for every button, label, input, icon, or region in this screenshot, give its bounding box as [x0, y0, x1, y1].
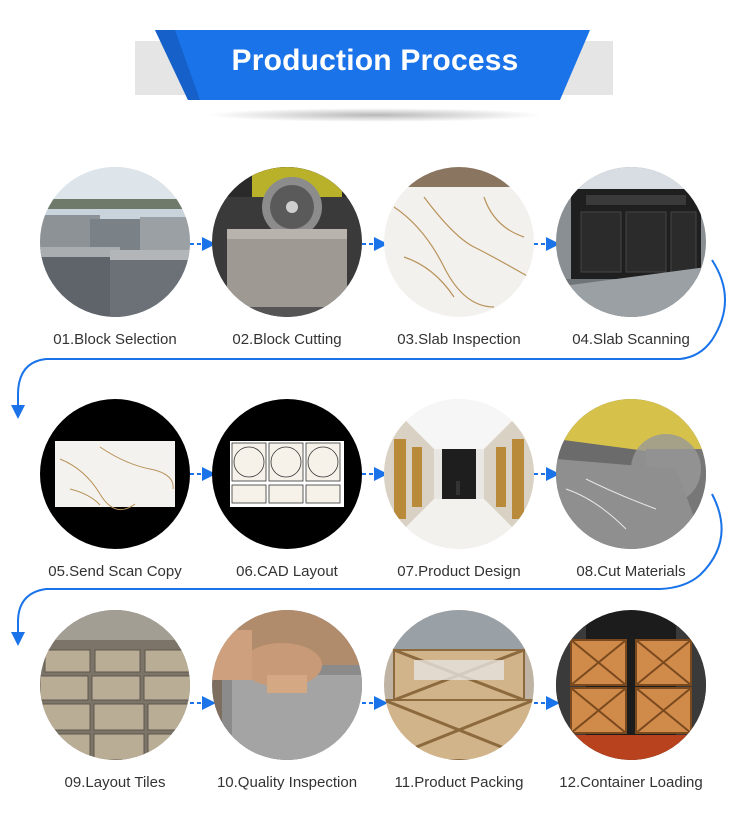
banner-ribbon	[155, 30, 590, 100]
arrow-row1-row2	[11, 259, 726, 419]
step-label: 01.Block Selection	[53, 331, 177, 348]
step-quality-inspection: 10.Quality Inspection	[212, 610, 362, 791]
step-send-scan-copy: 05.Send Scan Copy	[40, 399, 190, 580]
slab-scanner-photo-icon	[556, 167, 706, 317]
step-label: 12.Container Loading	[559, 774, 703, 791]
step-cut-materials: 08.Cut Materials	[556, 399, 706, 580]
step-slab-scanning: 04.Slab Scanning	[556, 167, 706, 348]
step-block-selection: 01.Block Selection	[40, 167, 190, 348]
step-label: 05.Send Scan Copy	[48, 563, 182, 580]
step-label: 04.Slab Scanning	[572, 331, 690, 348]
marble-slab-photo-icon	[384, 167, 534, 317]
arrow-row2-row3	[11, 493, 723, 646]
container-loading-photo-icon	[556, 610, 706, 760]
cutting-machine-photo-icon	[556, 399, 706, 549]
step-label: 03.Slab Inspection	[397, 331, 521, 348]
scan-copy-photo-icon	[40, 399, 190, 549]
stone-blocks-photo-icon	[40, 167, 190, 317]
step-container-loading: 12.Container Loading	[556, 610, 706, 791]
step-label: 02.Block Cutting	[232, 331, 342, 348]
inspection-photo-icon	[212, 610, 362, 760]
step-label: 09.Layout Tiles	[64, 774, 166, 791]
step-label: 11.Product Packing	[394, 774, 524, 791]
saw-cutting-photo-icon	[212, 167, 362, 317]
header-banner: Production Process	[0, 0, 750, 130]
banner-ribbon-edge	[155, 30, 200, 100]
step-product-packing: 11.Product Packing	[384, 610, 534, 791]
corridor-design-photo-icon	[384, 399, 534, 549]
cad-layout-photo-icon	[212, 399, 362, 549]
page-title: Production Process	[231, 44, 519, 77]
step-layout-tiles: 09.Layout Tiles	[40, 610, 190, 791]
step-block-cutting: 02.Block Cutting	[212, 167, 362, 348]
step-label: 08.Cut Materials	[576, 563, 686, 580]
step-label: 07.Product Design	[397, 563, 521, 580]
step-label: 06.CAD Layout	[236, 563, 338, 580]
banner-shadow	[205, 108, 545, 122]
step-product-design: 07.Product Design	[384, 399, 534, 580]
step-label: 10.Quality Inspection	[216, 774, 358, 791]
tile-layout-photo-icon	[40, 610, 190, 760]
step-cad-layout: 06.CAD Layout	[212, 399, 362, 580]
wooden-crates-photo-icon	[384, 610, 534, 760]
step-slab-inspection: 03.Slab Inspection	[384, 167, 534, 348]
banner-shape	[135, 30, 613, 100]
